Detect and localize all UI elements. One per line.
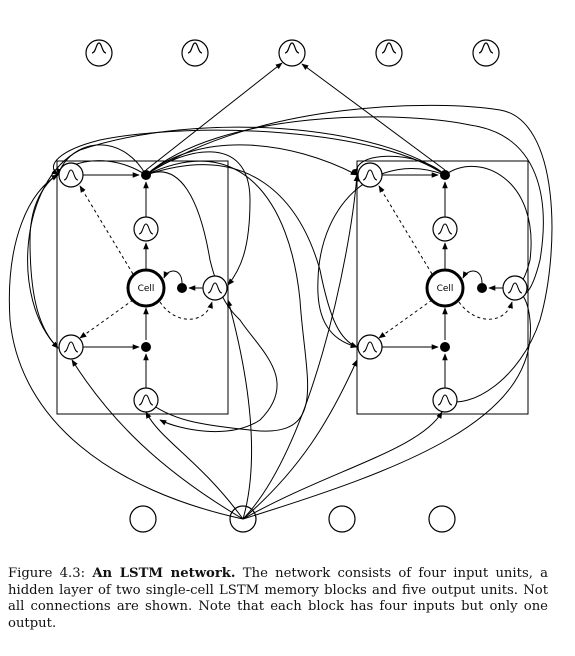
output-units <box>85 39 500 67</box>
output-unit <box>181 39 209 67</box>
forget-gate-1 <box>58 334 84 360</box>
figure-caption: Figure 4.3: An LSTM network. The network… <box>8 566 548 632</box>
output-gate-2 <box>502 275 528 301</box>
block1-to-output-arrow <box>145 62 283 171</box>
cell-output-2 <box>432 216 458 242</box>
cell-input-1 <box>133 387 159 413</box>
cell-label: Cell <box>138 284 155 294</box>
output-unit <box>85 39 113 67</box>
multiplier-2b <box>440 342 450 352</box>
multiplier-2a <box>440 170 450 180</box>
multiplier-1b <box>141 342 151 352</box>
multiplier-1c <box>177 283 187 293</box>
output-unit <box>278 39 306 67</box>
memory-block-1: Cell <box>58 162 228 413</box>
memory-block-2: Cell <box>357 162 528 413</box>
input-units <box>129 505 456 533</box>
forget-gate-2 <box>357 334 383 360</box>
memory-block-1-box <box>56 160 229 415</box>
input-connections <box>8 174 531 520</box>
input-gate-1 <box>58 162 84 188</box>
output-unit <box>472 39 500 67</box>
input-gate-2 <box>357 162 383 188</box>
cell-2 <box>425 268 465 308</box>
output-gate-1 <box>202 275 228 301</box>
caption-title: An LSTM network. <box>92 566 236 581</box>
input-unit <box>428 505 456 533</box>
cell-output-1 <box>133 216 159 242</box>
memory-block-2-box <box>356 160 529 415</box>
recurrent-connections <box>27 104 553 432</box>
caption-body: The network consists of four input units… <box>8 566 549 631</box>
cell-label: Cell <box>437 284 454 294</box>
caption-label: Figure 4.3: <box>8 566 86 581</box>
cell-1 <box>126 268 166 308</box>
multiplier-1a <box>141 170 151 180</box>
lstm-network-diagram: Cell Cell <box>8 39 553 533</box>
output-unit <box>375 39 403 67</box>
input-unit <box>328 505 356 533</box>
cell-input-2 <box>432 387 458 413</box>
multiplier-2c <box>477 283 487 293</box>
input-unit <box>129 505 157 533</box>
